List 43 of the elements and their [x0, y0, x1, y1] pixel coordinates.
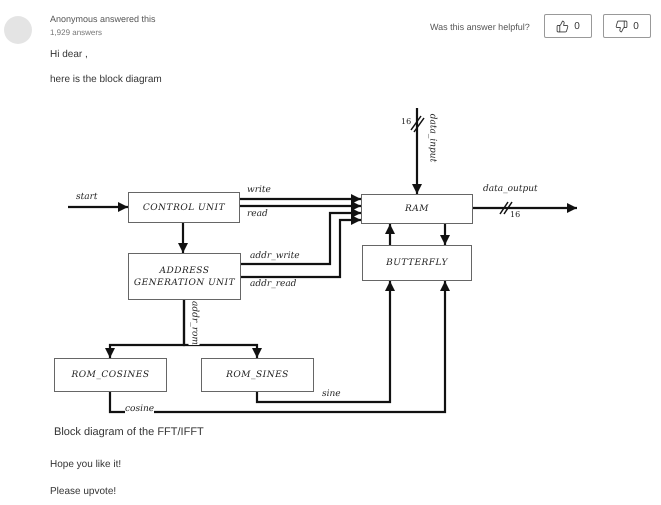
answer-count: 1,929 answers	[50, 28, 102, 37]
memory-box	[201, 358, 314, 392]
arrow	[256, 281, 395, 404]
arrow	[385, 224, 395, 245]
arrow	[240, 201, 361, 211]
arrow	[108, 281, 450, 414]
arrow	[68, 202, 128, 212]
closing-text: Please upvote!	[50, 486, 116, 497]
arrow	[240, 194, 361, 204]
arrow	[182, 300, 262, 358]
box-label: ROM_COSINES	[72, 369, 150, 381]
figure-caption: Block diagram of the FFT/IFFT	[54, 426, 204, 438]
arrow	[241, 215, 361, 278]
helpful-question: Was this answer helpful?	[430, 22, 530, 32]
edge-label: addr_read	[250, 279, 296, 290]
bus-width: 16	[510, 210, 520, 219]
arrow	[473, 203, 577, 213]
process-box	[362, 245, 472, 281]
box-label: RAM	[405, 203, 429, 215]
edge-label: addr_write	[250, 251, 300, 262]
memory-box	[54, 358, 167, 392]
arrow	[178, 223, 188, 253]
box-label: BUTTERFLY	[386, 257, 448, 269]
box-label: ROM_SINES	[226, 369, 289, 381]
process-box	[128, 192, 240, 223]
dislike-button: 0	[603, 14, 651, 38]
arrow	[241, 208, 361, 266]
body-text: here is the block diagram	[50, 74, 162, 85]
memory-box	[361, 194, 473, 224]
arrow	[412, 108, 422, 194]
box-label: CONTROL UNIT	[142, 202, 226, 214]
closing-text: Hope you like it!	[50, 459, 122, 470]
bus-width: 16	[401, 117, 412, 126]
process-box	[128, 253, 241, 300]
arrow	[440, 224, 450, 245]
edge-label: data_output	[483, 184, 538, 195]
like-button: 0	[544, 14, 592, 38]
edge-label: data_input	[426, 114, 438, 162]
edge-label: addr_rom	[188, 301, 200, 345]
author-name: Anonymous answered this	[50, 14, 156, 24]
edge-label: cosine	[125, 404, 154, 415]
greeting-text: Hi dear ,	[50, 49, 88, 60]
box-label: ADDRESS GENERATION UNIT	[132, 264, 236, 288]
